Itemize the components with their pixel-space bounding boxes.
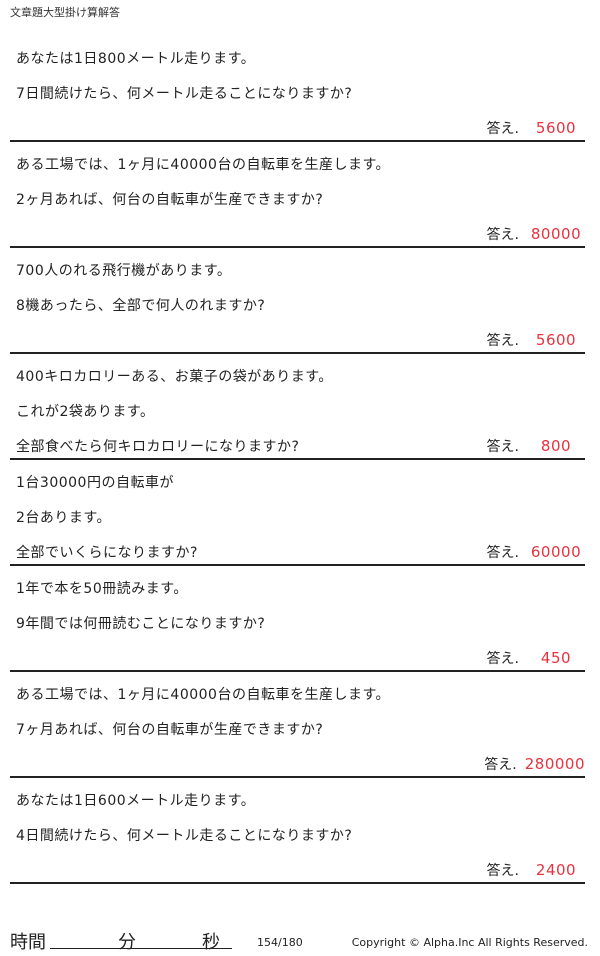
answer-value: 5600	[535, 119, 577, 137]
footer: 時間 分 秒 154/180 Copyright © Alpha.Inc All…	[10, 928, 588, 954]
problem-line: 7ヶ月あれば、何台の自転車が生産できますか?	[16, 722, 324, 738]
problem-line: あなたは1日600メートル走ります。	[16, 793, 256, 809]
problem-5: 1台30000円の自転車が 2台あります。 全部でいくらになりますか? 答え. …	[10, 460, 585, 566]
answer-value: 800	[540, 437, 572, 455]
answer-label: 答え.	[486, 121, 519, 137]
problem-line: 8機あったら、全部で何人のれますか?	[16, 298, 266, 314]
answer-value: 280000	[524, 755, 585, 773]
answer-label: 答え.	[486, 333, 519, 349]
problem-4: 400キロカロリーある、お菓子の袋があります。 これが2袋あります。 全部食べた…	[10, 354, 585, 460]
problem-line: ある工場では、1ヶ月に40000台の自転車を生産します。	[16, 687, 391, 703]
problem-7: ある工場では、1ヶ月に40000台の自転車を生産します。 7ヶ月あれば、何台の自…	[10, 672, 585, 778]
problem-line: 1台30000円の自転車が	[16, 475, 174, 491]
answer-value: 60000	[530, 543, 582, 561]
answer-label: 答え.	[486, 545, 519, 561]
answer-value: 80000	[530, 225, 582, 243]
problem-line: 全部食べたら何キロカロリーになりますか?	[16, 439, 300, 455]
time-entry-line	[50, 948, 232, 949]
answer-label: 答え.	[486, 227, 519, 243]
copyright-text: Copyright © Alpha.Inc All Rights Reserve…	[351, 936, 588, 949]
answer-value: 5600	[535, 331, 577, 349]
answer-row: 答え. 5600	[487, 330, 585, 350]
problem-line: 400キロカロリーある、お菓子の袋があります。	[16, 369, 333, 385]
problem-2: ある工場では、1ヶ月に40000台の自転車を生産します。 2ヶ月あれば、何台の自…	[10, 142, 585, 248]
answer-row: 答え. 280000	[484, 754, 585, 774]
problem-8: あなたは1日600メートル走ります。 4日間続けたら、何メートル走ることになりま…	[10, 778, 585, 884]
answer-label: 答え.	[486, 439, 519, 455]
answer-label: 答え.	[484, 757, 517, 773]
problem-3: 700人のれる飛行機があります。 8機あったら、全部で何人のれますか? 答え. …	[10, 248, 585, 354]
problem-line: 1年で本を50冊読みます。	[16, 581, 188, 597]
problem-1: あなたは1日800メートル走ります。 7日間続けたら、何メートル走ることになりま…	[10, 36, 585, 142]
problem-line: 4日間続けたら、何メートル走ることになりますか?	[16, 828, 353, 844]
page-title: 文章題大型掛け算解答	[10, 6, 120, 19]
answer-row: 答え. 800	[487, 436, 585, 456]
problem-line: これが2袋あります。	[16, 404, 155, 420]
problem-line: 7日間続けたら、何メートル走ることになりますか?	[16, 86, 353, 102]
answer-row: 答え. 5600	[487, 118, 585, 138]
answer-value: 2400	[535, 861, 577, 879]
time-label: 時間	[10, 932, 46, 953]
answer-row: 答え. 80000	[487, 224, 585, 244]
answer-row: 答え. 2400	[487, 860, 585, 880]
answer-label: 答え.	[486, 651, 519, 667]
problem-line: 2ヶ月あれば、何台の自転車が生産できますか?	[16, 192, 324, 208]
problem-line: ある工場では、1ヶ月に40000台の自転車を生産します。	[16, 157, 391, 173]
problem-line: 9年間では何冊読むことになりますか?	[16, 616, 266, 632]
answer-row: 答え. 60000	[487, 542, 585, 562]
answer-label: 答え.	[486, 863, 519, 879]
answer-value: 450	[540, 649, 572, 667]
answer-row: 答え. 450	[487, 648, 585, 668]
problem-line: あなたは1日800メートル走ります。	[16, 51, 256, 67]
page-number: 154/180	[257, 936, 303, 949]
problem-6: 1年で本を50冊読みます。 9年間では何冊読むことになりますか? 答え. 450	[10, 566, 585, 672]
problem-line: 700人のれる飛行機があります。	[16, 263, 232, 279]
problem-line: 全部でいくらになりますか?	[16, 545, 198, 561]
problem-line: 2台あります。	[16, 510, 112, 526]
seconds-label: 秒	[202, 932, 220, 953]
minutes-label: 分	[118, 932, 136, 953]
